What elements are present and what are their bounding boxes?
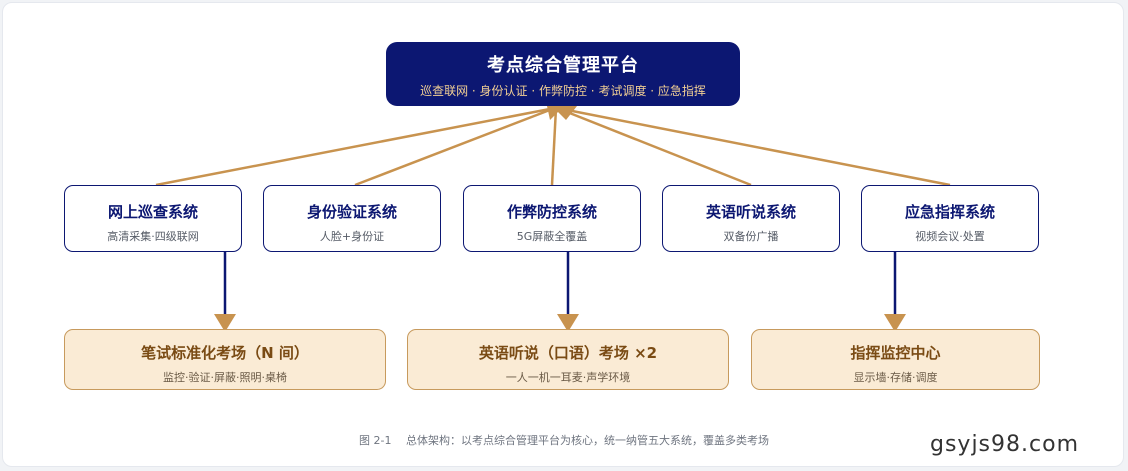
link-platform-sys1 bbox=[155, 106, 556, 187]
site-name: 笔试标准化考场（N 间） bbox=[141, 344, 309, 362]
system-node-anti-cheating: 作弊防控系统 5G屏蔽全覆盖 bbox=[463, 185, 641, 252]
site-node-written-exam: 笔试标准化考场（N 间） 监控·验证·屏蔽·照明·桌椅 bbox=[64, 329, 386, 390]
system-desc: 双备份广播 bbox=[723, 230, 779, 243]
system-desc: 高清采集·四级联网 bbox=[107, 230, 199, 243]
system-name: 作弊防控系统 bbox=[506, 203, 597, 221]
system-node-english-listening: 英语听说系统 双备份广播 bbox=[662, 185, 840, 252]
site-node-oral-exam: 英语听说（口语）考场 ×2 一人一机一耳麦·声学环境 bbox=[407, 329, 729, 390]
system-desc: 视频会议·处置 bbox=[915, 230, 985, 243]
platform-subtitle: 巡查联网 · 身份认证 · 作弊防控 · 考试调度 · 应急指挥 bbox=[420, 84, 706, 98]
site-node-command-center: 指挥监控中心 显示墙·存储·调度 bbox=[751, 329, 1040, 390]
site-name: 指挥监控中心 bbox=[850, 344, 941, 362]
figure-caption: 图 2-1 总体架构：以考点综合管理平台为核心，统一纳管五大系统，覆盖多类考场 bbox=[359, 434, 769, 447]
watermark: gsyjs98.com bbox=[930, 432, 1079, 457]
arrowhead-site3 bbox=[884, 314, 906, 332]
platform-title: 考点综合管理平台 bbox=[487, 55, 639, 76]
site-desc: 显示墙·存储·调度 bbox=[853, 371, 938, 384]
arrowhead-site2 bbox=[557, 314, 579, 332]
system-node-emergency: 应急指挥系统 视频会议·处置 bbox=[861, 185, 1039, 252]
system-node-identity: 身份验证系统 人脸+身份证 bbox=[263, 185, 441, 252]
system-desc: 人脸+身份证 bbox=[319, 230, 385, 243]
platform-node: 考点综合管理平台 巡查联网 · 身份认证 · 作弊防控 · 考试调度 · 应急指… bbox=[386, 42, 740, 106]
site-name: 英语听说（口语）考场 ×2 bbox=[478, 344, 658, 362]
site-desc: 监控·验证·屏蔽·照明·桌椅 bbox=[163, 371, 287, 384]
link-platform-sys2 bbox=[354, 106, 556, 187]
link-platform-sys4 bbox=[556, 106, 752, 187]
system-name: 身份验证系统 bbox=[306, 203, 397, 221]
system-node-online-patrol: 网上巡查系统 高清采集·四级联网 bbox=[64, 185, 242, 252]
system-name: 网上巡查系统 bbox=[107, 203, 198, 221]
link-platform-sys5 bbox=[556, 106, 951, 187]
system-name: 应急指挥系统 bbox=[904, 203, 995, 221]
system-desc: 5G屏蔽全覆盖 bbox=[516, 230, 588, 243]
link-platform-sys3 bbox=[550, 107, 558, 186]
site-desc: 一人一机一耳麦·声学环境 bbox=[505, 371, 631, 384]
arrowhead-site1 bbox=[214, 314, 236, 332]
system-name: 英语听说系统 bbox=[705, 203, 796, 221]
platform-arrowhead bbox=[547, 106, 577, 120]
